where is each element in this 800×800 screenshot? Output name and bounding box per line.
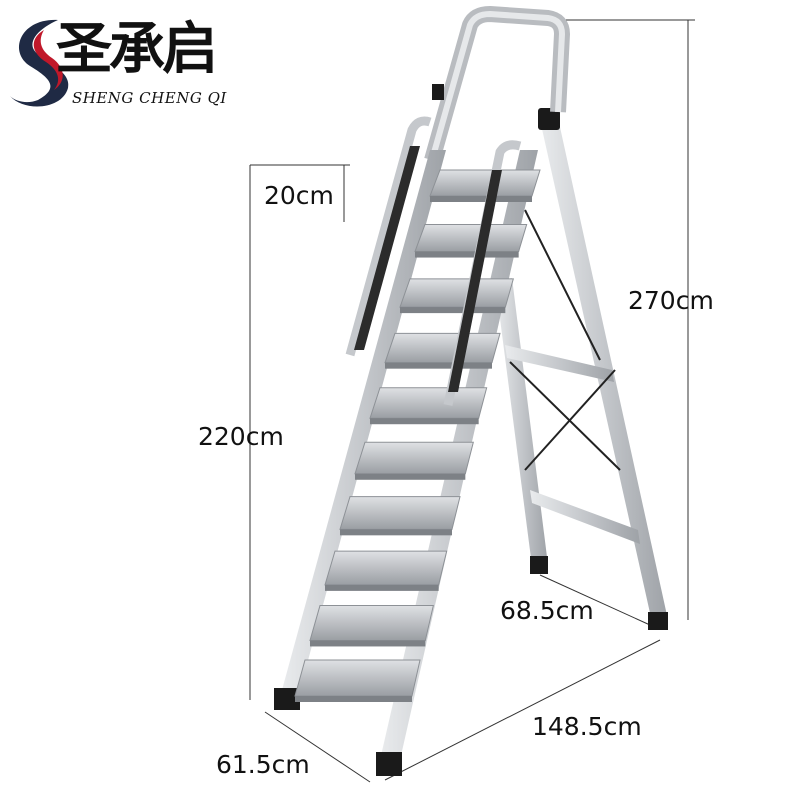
ladder-tread-edge [415, 251, 519, 258]
ladder-tread-edge [370, 418, 479, 425]
ladder-tread-edge [400, 307, 506, 314]
dim-total-height: 270cm [628, 286, 714, 315]
dim-rear-base-width: 68.5cm [500, 596, 594, 625]
ladder-tread-edge [310, 640, 426, 647]
rear-frame [495, 108, 668, 630]
dim-top-step-gap: 20cm [264, 181, 334, 210]
ladder-tread [369, 387, 488, 419]
ladder-tread [309, 605, 434, 641]
ladder-tread [429, 169, 541, 197]
ladder-tread [354, 441, 474, 475]
brand-name-en: SHENG CHENG QI [72, 89, 227, 107]
ladder-tread-edge [430, 196, 532, 202]
dimension-lines [249, 19, 695, 783]
ladder-tread-edge [340, 529, 452, 536]
dim-working-height: 220cm [198, 422, 284, 451]
ladder-tread-edge [325, 584, 439, 591]
ladder-tread-edge [355, 473, 466, 480]
ladder-tread [384, 332, 501, 364]
brand-logo-mark [10, 19, 69, 107]
brand-name-cn: 圣承启 [56, 17, 218, 82]
top-handle [424, 6, 570, 163]
dim-front-width: 61.5cm [216, 750, 310, 779]
ladder-tread [339, 496, 461, 530]
ladder-tread-edge [295, 696, 412, 702]
ladder-tread [294, 659, 421, 697]
ladder-tread [399, 278, 514, 308]
dim-footprint-depth: 148.5cm [532, 712, 642, 741]
ladder-treads [294, 169, 541, 702]
ladder-tread [324, 550, 448, 586]
ladder-tread [414, 223, 528, 253]
ladder-tread-edge [385, 362, 492, 369]
handrails [345, 116, 522, 406]
